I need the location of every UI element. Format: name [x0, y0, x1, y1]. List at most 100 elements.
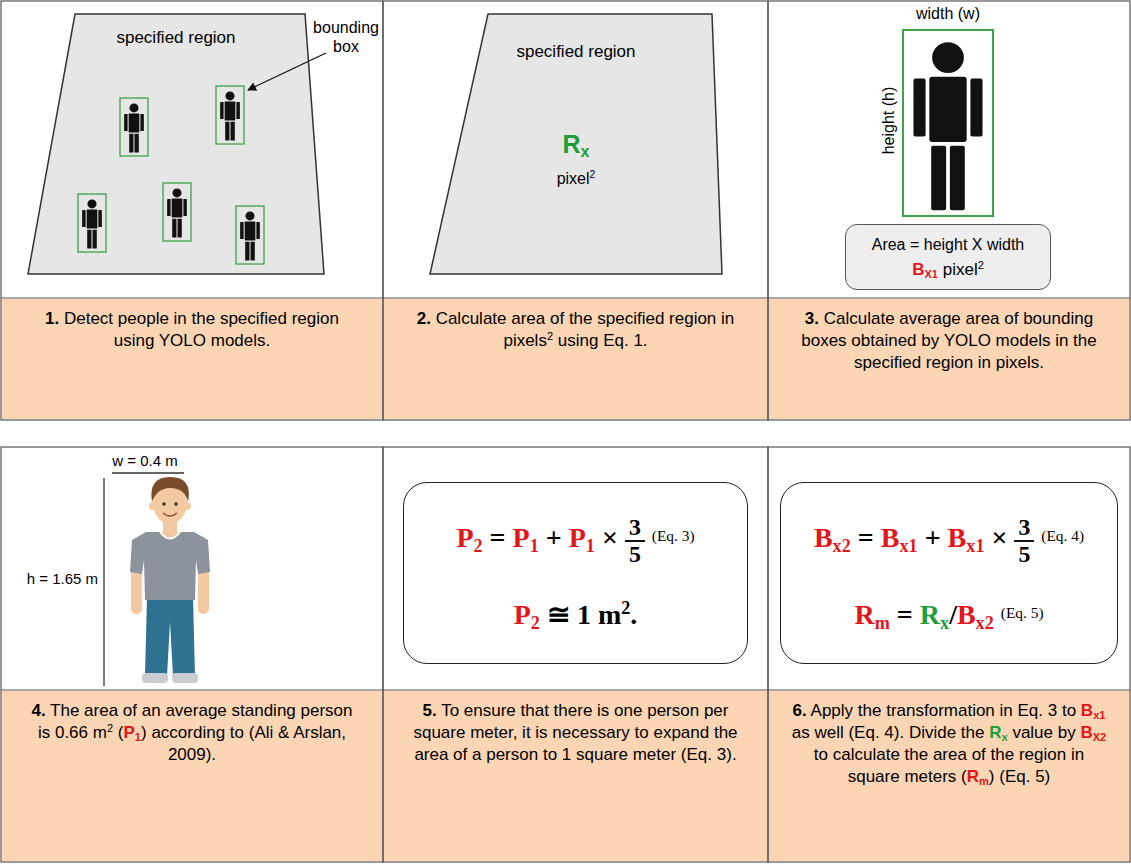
- region-polygon: [430, 14, 722, 274]
- caption-text: Detect people in the specified region us…: [64, 309, 339, 350]
- caption-text: 6.: [793, 701, 807, 720]
- caption-text: m: [979, 775, 989, 787]
- text-line: 4. The area of an average standing perso…: [24, 700, 360, 766]
- equation-text: B: [948, 522, 967, 553]
- area-text: Area = height X width: [872, 236, 1025, 253]
- panel-frame: [383, 1, 768, 420]
- illustration-part: [78, 194, 106, 252]
- text-line: 6. Apply the transformation in Eq. 3 to …: [791, 700, 1107, 788]
- caption-text: 1.: [45, 309, 59, 328]
- illustration-part: [151, 477, 189, 502]
- label-text: width (w): [916, 5, 980, 22]
- equation-text: 1: [530, 536, 539, 556]
- label-text: w = 0.4 m: [112, 452, 177, 469]
- person-illustration: [104, 473, 210, 686]
- caption-text: 3.: [805, 309, 819, 328]
- label-text: bounding box: [313, 19, 379, 55]
- illustration-part: [130, 532, 210, 600]
- text-line: Rm = Rx/Bx2 (Eq. 5): [854, 599, 1043, 631]
- caption-text: R: [989, 723, 1001, 742]
- equation-text: x1: [966, 536, 984, 556]
- equation-text: 3: [625, 515, 645, 542]
- caption-text: 5.: [423, 701, 437, 720]
- illustration-part: [220, 91, 240, 140]
- equation-text: =: [897, 599, 913, 630]
- caption-text: To ensure that there is one person per s…: [413, 701, 737, 764]
- fraction: 35: [625, 515, 645, 567]
- area-box: Area = height X widthBX1 pixel2: [845, 224, 1051, 290]
- text-line: specified region: [430, 42, 722, 62]
- caption-box: 4. The area of an average standing perso…: [2, 691, 382, 861]
- region-text: R: [562, 130, 580, 158]
- caption-box: 1. Detect people in the specified region…: [2, 299, 382, 419]
- equation-text: 2: [531, 613, 540, 633]
- label-text: height (h): [880, 87, 897, 155]
- detected-people: [78, 53, 326, 264]
- equation-text: ×: [991, 522, 1007, 553]
- label-box: height (h): [879, 71, 898, 171]
- caption-text: B: [1081, 701, 1093, 720]
- caption-text: 2.: [417, 309, 431, 328]
- equation-text: B: [881, 522, 900, 553]
- equation-text: +: [925, 522, 941, 553]
- text-line: 1. Detect people in the specified region…: [24, 308, 360, 352]
- illustration-part: [162, 502, 166, 506]
- equation-text: =: [490, 522, 506, 553]
- equation-text: +: [546, 522, 562, 553]
- equation-text: .: [630, 599, 637, 630]
- caption-text: 2: [547, 330, 553, 342]
- caption-text: 2: [107, 722, 113, 734]
- label-box: width (w): [898, 4, 998, 23]
- equation-text: 3: [1014, 515, 1034, 542]
- label-box: bounding box: [306, 18, 386, 56]
- area-text: 2: [978, 259, 984, 271]
- label-text: h = 1.65 m: [27, 570, 98, 587]
- illustration-part: [174, 502, 178, 506]
- caption-text: x1: [1093, 709, 1105, 721]
- caption-text: B: [1080, 723, 1092, 742]
- caption-text: according to (Ali & Arslan, 2009).: [151, 723, 346, 764]
- illustration-part: [145, 596, 195, 676]
- equation-text: x1: [899, 536, 917, 556]
- equation-text: P: [513, 522, 530, 553]
- equation-text: 1 m: [577, 599, 621, 630]
- illustration-part: [167, 188, 187, 237]
- illustration-part: [913, 42, 982, 210]
- illustration-part: [163, 183, 191, 241]
- panel-frame: [1, 1, 383, 420]
- illustration-part: [236, 206, 264, 264]
- caption-text: 4.: [31, 701, 45, 720]
- caption-text: R: [967, 767, 979, 786]
- caption-box: 5. To ensure that there is one person pe…: [384, 691, 767, 861]
- leader-arrow: [248, 53, 326, 90]
- caption-text: Apply the transformation in Eq. 3 to: [811, 701, 1077, 720]
- region-text: 2: [590, 169, 596, 180]
- panel-frame: [768, 1, 1130, 420]
- equation-text: R: [854, 599, 874, 630]
- illustration-part: [163, 513, 177, 516]
- equation-text: /: [949, 599, 957, 630]
- equation-text: ≅: [547, 599, 570, 630]
- illustration-part: [112, 472, 184, 473]
- caption-text: as well (Eq. 4). Divide the: [792, 723, 985, 742]
- area-text: X1: [924, 268, 938, 280]
- fraction: 35: [1014, 515, 1034, 567]
- measured-person: [903, 30, 993, 216]
- equation-text: P: [456, 522, 473, 553]
- equation-text: x: [940, 613, 949, 633]
- text-line: specified region: [28, 28, 324, 48]
- label-box: w = 0.4 m: [100, 451, 190, 470]
- area-text: pixel: [943, 260, 978, 279]
- caption-text: x: [1002, 731, 1008, 743]
- equation-text: 2: [474, 536, 483, 556]
- region-text: specified region: [116, 28, 235, 47]
- illustration-part: [142, 673, 168, 683]
- panel-frame: [383, 447, 768, 862]
- caption-box: 3. Calculate average area of bounding bo…: [769, 299, 1129, 419]
- text-line: Bx2 = Bx1 + Bx1 × 35 (Eq. 4): [814, 515, 1084, 567]
- text-line: 5. To ensure that there is one person pe…: [406, 700, 745, 766]
- equation-text: 5: [625, 542, 645, 567]
- text-line: 2. Calculate area of the specified regio…: [406, 308, 745, 352]
- equation-text: =: [858, 522, 874, 553]
